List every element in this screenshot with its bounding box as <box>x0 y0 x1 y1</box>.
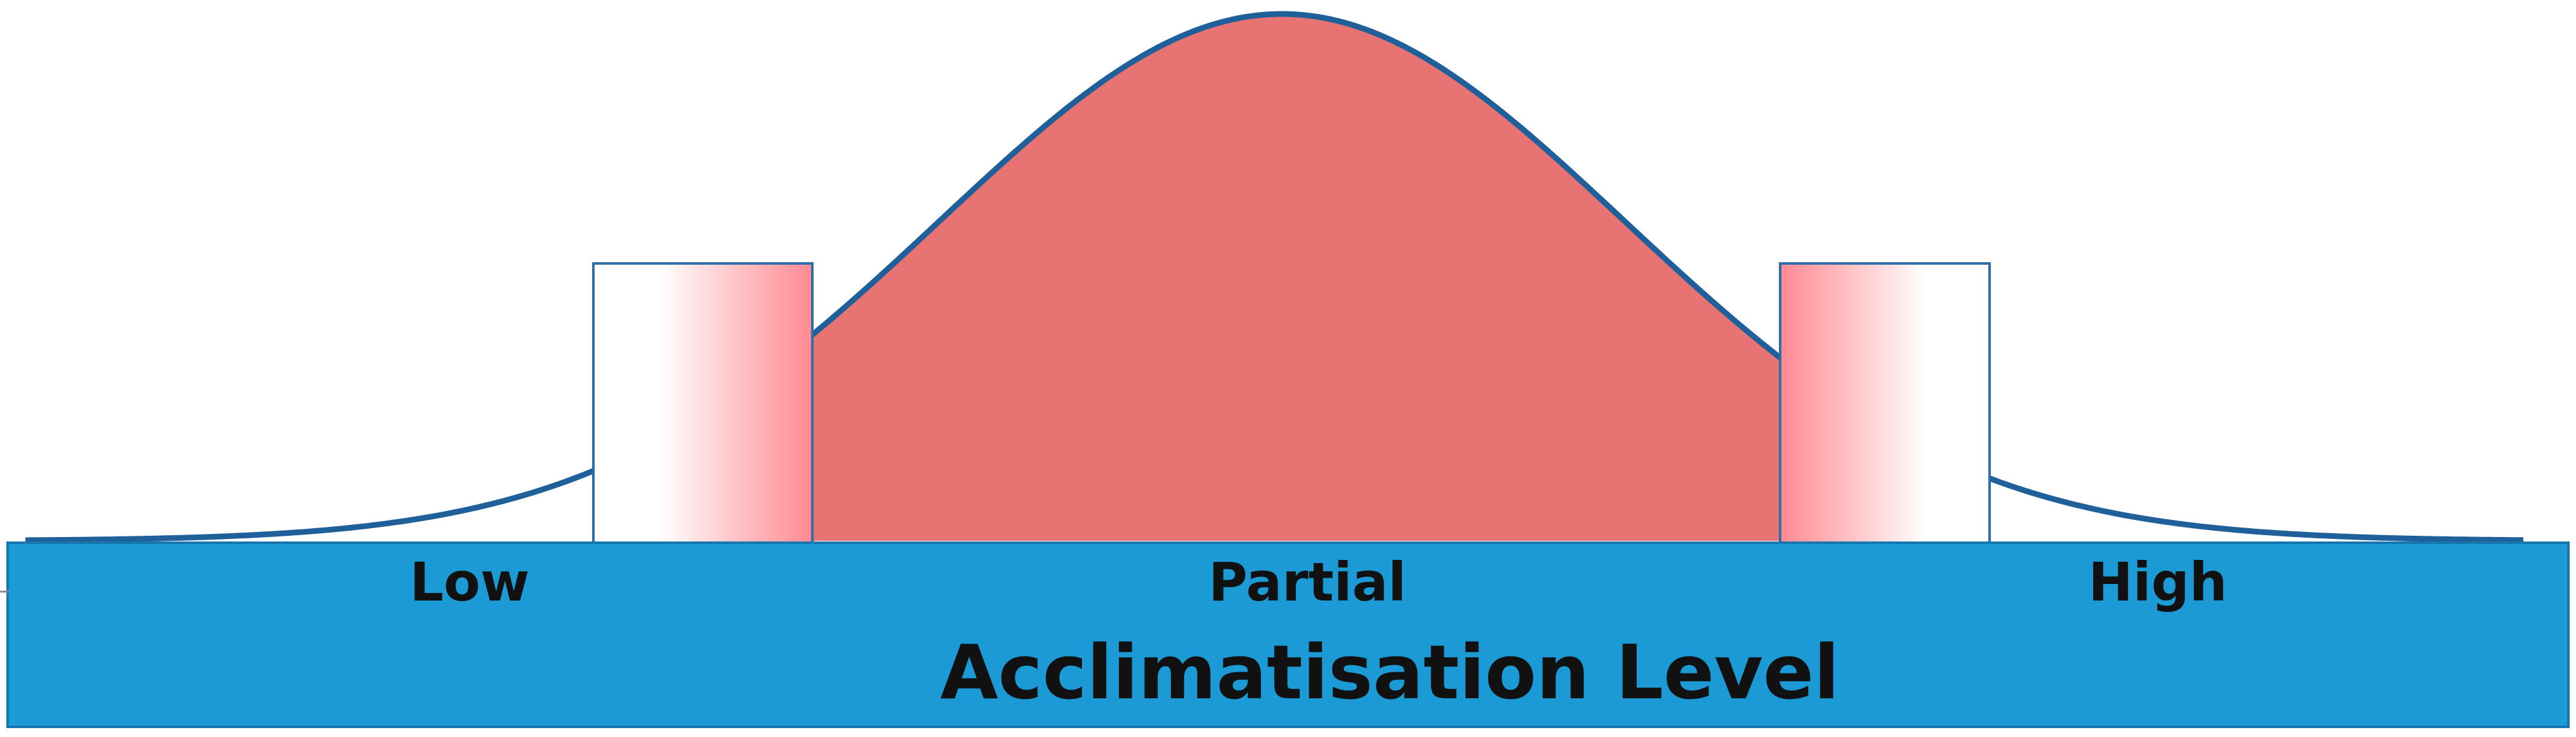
axis-title: Acclimatisation Level <box>940 628 1840 716</box>
bell-curve <box>25 11 2523 543</box>
partial-region-fill <box>812 14 1780 541</box>
left-transition-box <box>592 262 814 546</box>
axis-band <box>6 541 2570 728</box>
category-label-high: High <box>2088 551 2228 613</box>
category-label-partial: Partial <box>1208 551 1406 613</box>
right-transition-box <box>1779 262 1991 546</box>
category-label-low: Low <box>409 551 530 613</box>
